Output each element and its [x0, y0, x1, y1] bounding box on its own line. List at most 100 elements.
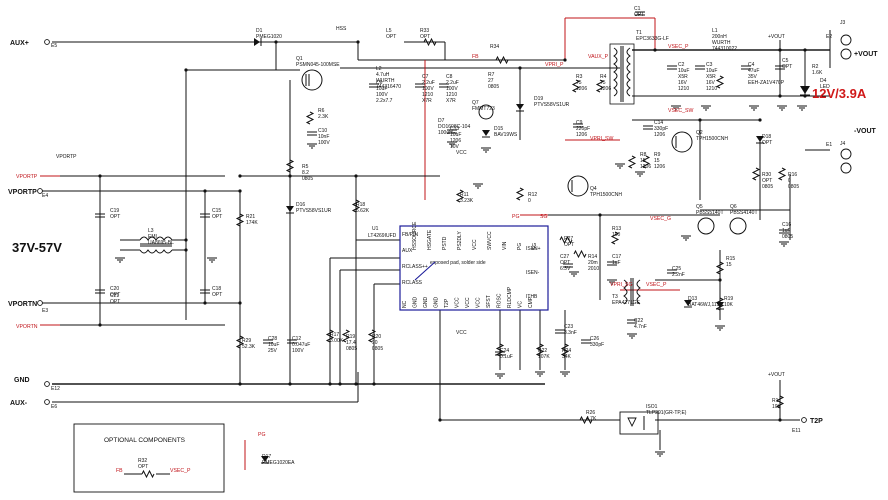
ic-left-pin: RCLASS++	[402, 264, 428, 270]
transistor-q5	[697, 217, 715, 235]
junction-dot	[98, 174, 102, 178]
optocoupler-iso1	[619, 411, 659, 435]
svg-text:E12: E12	[51, 386, 60, 392]
ic-part-label: LT4269IUFD	[368, 233, 397, 239]
svg-text:VSEC_P: VSEC_P	[668, 44, 689, 50]
diode	[756, 136, 764, 142]
junction-dot	[598, 213, 602, 217]
ic-bottom-pin: RLDCMP	[507, 286, 513, 308]
svg-text:VPRI_P: VPRI_P	[545, 62, 564, 68]
diode	[286, 206, 294, 212]
svg-text:J3: J3	[840, 20, 846, 26]
junction-dot	[758, 118, 762, 122]
junction-dot	[238, 174, 242, 178]
resistor	[235, 335, 245, 349]
capacitor-symbols	[95, 11, 789, 356]
svg-text:VCC: VCC	[456, 150, 467, 156]
led-d4	[800, 86, 810, 96]
resistor	[715, 75, 725, 89]
resistor	[535, 343, 545, 357]
junction-dot	[338, 382, 342, 386]
junction-dot	[698, 118, 702, 122]
svg-text:E6: E6	[51, 404, 57, 410]
svg-text:+VOUT: +VOUT	[768, 372, 785, 378]
junction-dots	[98, 40, 807, 422]
optional-components-box: OPTIONAL COMPONENTS FB VSEC_P PG	[73, 423, 266, 493]
ic-left-pin: RCLASS	[402, 280, 423, 286]
svg-text:E4: E4	[42, 193, 48, 199]
junction-dot	[718, 278, 722, 282]
ic-bottom-pin: GND	[434, 297, 440, 309]
resistor	[641, 155, 651, 169]
diode	[261, 456, 269, 462]
ic-bottom-pin: GND	[423, 297, 429, 309]
junction-dot	[803, 48, 807, 52]
junction-dot	[288, 174, 292, 178]
mosfet-q4	[567, 175, 589, 197]
ic-right-pin: ISEN+	[526, 246, 541, 252]
vout-minus-label: -VOUT	[854, 128, 877, 135]
ic-top-pin: PG	[517, 243, 523, 250]
resistor	[560, 343, 570, 357]
resistor	[495, 55, 509, 65]
vportp-net-top: VPORTP	[56, 154, 77, 160]
junction-dot	[653, 48, 657, 52]
resistor	[423, 37, 437, 47]
resistor	[455, 189, 465, 203]
svg-text:E3: E3	[42, 308, 48, 314]
main-wiring	[40, 30, 831, 450]
junction-dot	[438, 418, 442, 422]
transformer-t3	[623, 278, 641, 306]
output-rating: 12V/3.9A	[812, 86, 867, 101]
svg-text:FB: FB	[472, 54, 479, 60]
ground-symbols	[115, 105, 807, 457]
svg-text:VPRI_SW: VPRI_SW	[590, 136, 613, 142]
ic-bottom-pin: VCC	[476, 297, 482, 308]
ic-top-pin: SWVCC	[487, 231, 493, 250]
transistor-q7	[478, 104, 494, 120]
ic-left-pin: AUX	[402, 248, 413, 254]
svg-text:E1: E1	[826, 142, 832, 148]
junction-dot	[98, 323, 102, 327]
ic-top-pin: VIN	[502, 241, 508, 250]
junction-dot	[238, 189, 242, 193]
diode	[716, 302, 724, 308]
diode	[254, 38, 260, 46]
junction-dot	[184, 238, 188, 242]
resistor	[775, 395, 785, 409]
svg-text:HSS: HSS	[336, 26, 347, 32]
ic-top-pin: HSGATE	[427, 229, 433, 250]
diode	[684, 300, 692, 306]
